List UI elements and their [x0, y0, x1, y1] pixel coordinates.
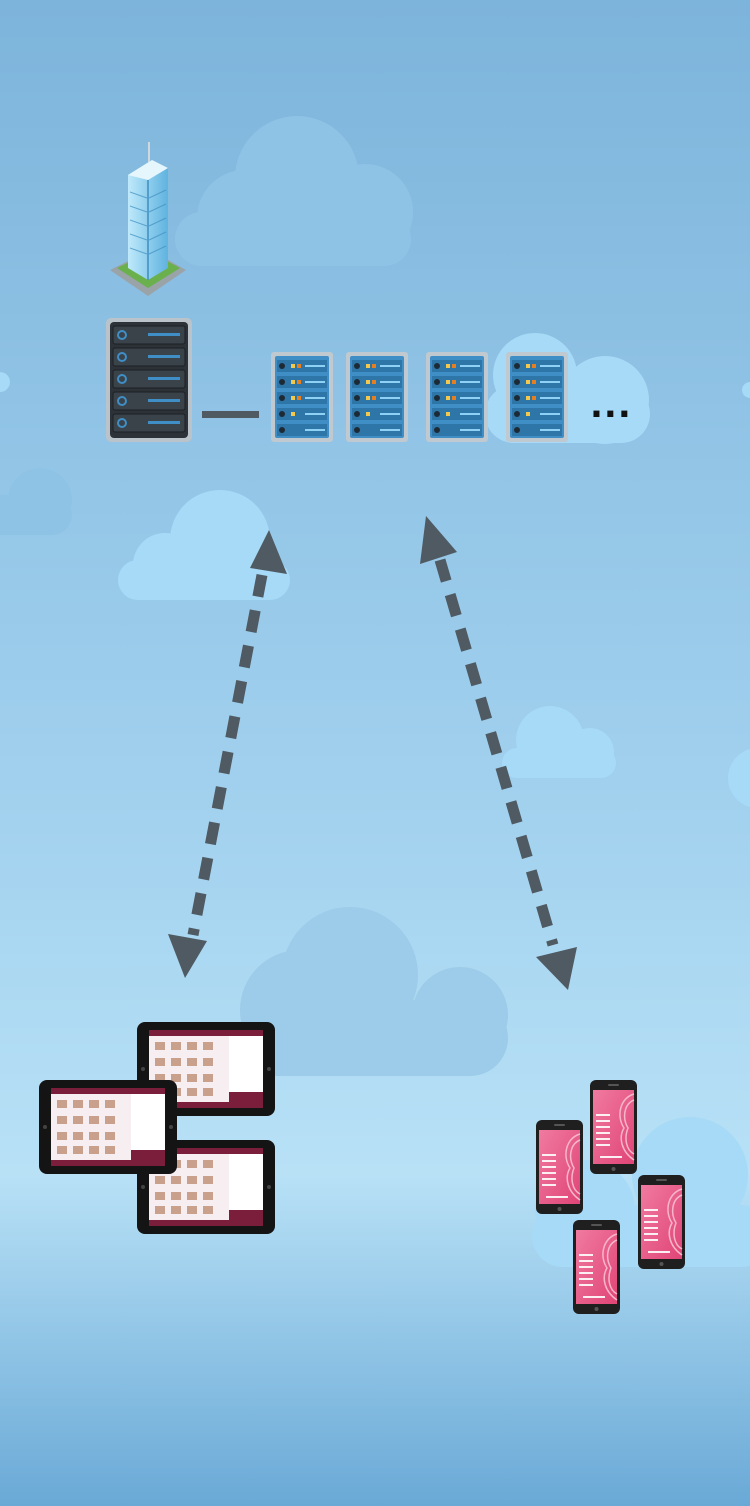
cloud-right-mid [502, 706, 616, 778]
arrow-server-to-tablets [168, 530, 287, 978]
server-unit-icon [506, 352, 568, 442]
cloud-left-edge [0, 468, 72, 535]
more-servers-ellipsis: ... [590, 386, 632, 426]
server-unit-icon [426, 352, 488, 442]
server-unit-icon [271, 352, 333, 442]
pos-tablet-icon [39, 1080, 177, 1174]
cloud-bottom-center [240, 907, 508, 1076]
mobile-phone-icon [536, 1120, 583, 1214]
cloud-right-edge [728, 749, 750, 807]
cloud-left-small [0, 372, 10, 392]
mobile-phone-icon [589, 1079, 638, 1175]
mobile-phone-icon [572, 1219, 621, 1315]
server-rack-icon [106, 318, 192, 442]
office-tower-icon [110, 142, 186, 296]
cloud-right-small [742, 382, 750, 398]
arrow-server-to-phones [420, 516, 577, 990]
server-connector-line [202, 411, 259, 418]
cloud-top [175, 116, 413, 266]
mobile-phone-icon [637, 1174, 686, 1270]
server-unit-icon [346, 352, 408, 442]
cloud-left-mid [118, 490, 290, 600]
